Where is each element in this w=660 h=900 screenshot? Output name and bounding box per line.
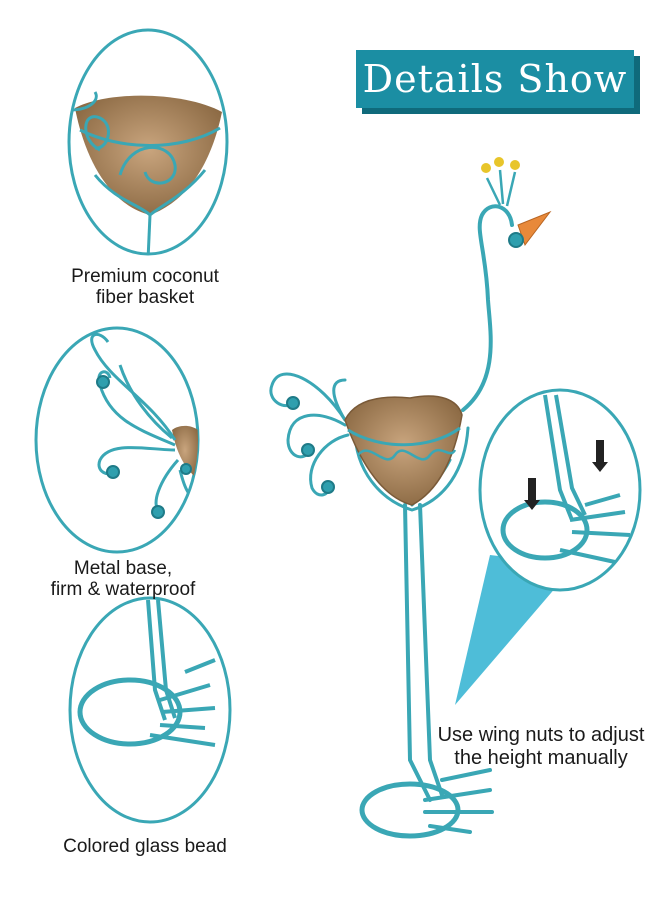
stand-head — [481, 157, 552, 248]
tail-beads — [286, 396, 335, 494]
caption-base: Metal base, firm & waterproof — [50, 558, 196, 600]
title-text: Details Show — [362, 57, 628, 101]
caption-wingnuts: Use wing nuts to adjust the height manua… — [437, 724, 645, 769]
zoom-pointer — [455, 555, 575, 705]
detail-circle-base — [68, 596, 232, 824]
caption-basket: Premium coconut fiber basket — [71, 266, 219, 308]
detail-circle-basket — [67, 28, 229, 256]
caption-bead: Colored glass bead — [63, 836, 227, 857]
title-banner: Details Show — [356, 50, 634, 108]
detail-circle-tail — [34, 326, 200, 554]
detail-circle-wingnuts — [478, 388, 642, 592]
